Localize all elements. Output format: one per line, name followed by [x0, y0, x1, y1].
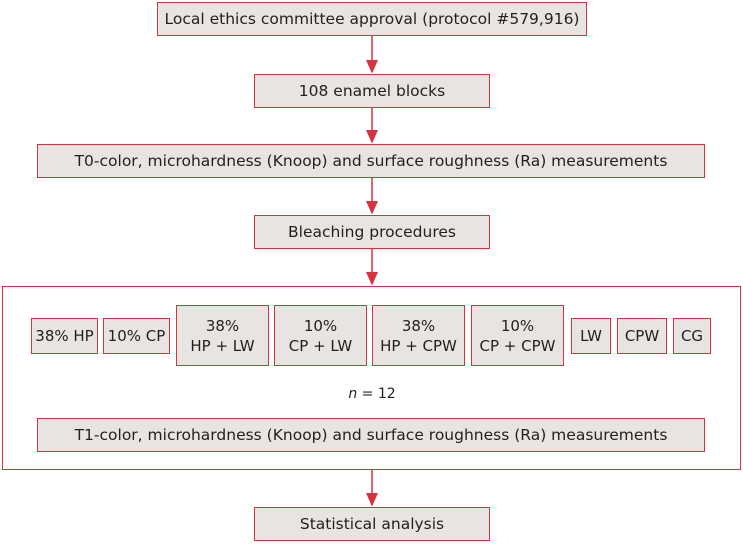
group-38hp-cpw-line1: 38% [401, 316, 436, 335]
group-lw: LW [571, 318, 611, 354]
group-10cp-lw-line2: CP + LW [288, 336, 353, 355]
group-38hp-label: 38% HP [35, 327, 94, 345]
t0-measurements-box: T0-color, microhardness (Knoop) and surf… [37, 144, 705, 178]
group-38hp-lw-line1: 38% [205, 316, 240, 335]
group-cpw-label: CPW [624, 327, 660, 345]
group-38hp: 38% HP [31, 318, 98, 354]
group-10cp-lw: 10% CP + LW [274, 305, 367, 366]
group-10cp-cpw-line2: CP + CPW [479, 336, 556, 355]
group-10cp-lw-line1: 10% [303, 316, 338, 335]
group-10cp-cpw: 10% CP + CPW [471, 305, 564, 366]
group-10cp-cpw-line1: 10% [500, 316, 535, 335]
group-cg-label: CG [680, 327, 704, 345]
statistical-analysis-text: Statistical analysis [299, 515, 445, 533]
statistical-analysis-box: Statistical analysis [254, 507, 490, 541]
group-10cp: 10% CP [103, 318, 170, 354]
sample-size-value: = 12 [361, 386, 396, 402]
group-cpw: CPW [617, 318, 667, 354]
group-10cp-label: 10% CP [107, 327, 166, 345]
sample-size-symbol: n [348, 386, 358, 402]
enamel-blocks-box: 108 enamel blocks [254, 74, 490, 108]
group-lw-label: LW [580, 327, 602, 345]
bleaching-procedures-text: Bleaching procedures [288, 223, 456, 241]
group-38hp-cpw-line2: HP + CPW [380, 336, 457, 355]
ethics-approval-text: Local ethics committee approval (protoco… [164, 10, 580, 28]
sample-size-label: n = 12 [322, 386, 422, 402]
group-38hp-lw: 38% HP + LW [176, 305, 269, 366]
bleaching-procedures-box: Bleaching procedures [254, 215, 490, 249]
t1-measurements-box: T1-color, microhardness (Knoop) and surf… [37, 418, 705, 452]
enamel-blocks-text: 108 enamel blocks [298, 82, 446, 100]
t0-measurements-text: T0-color, microhardness (Knoop) and surf… [74, 152, 668, 170]
t1-measurements-text: T1-color, microhardness (Knoop) and surf… [74, 426, 668, 444]
group-38hp-cpw: 38% HP + CPW [372, 305, 465, 366]
group-cg: CG [673, 318, 711, 354]
ethics-approval-box: Local ethics committee approval (protoco… [157, 2, 587, 36]
group-38hp-lw-line2: HP + LW [190, 336, 255, 355]
